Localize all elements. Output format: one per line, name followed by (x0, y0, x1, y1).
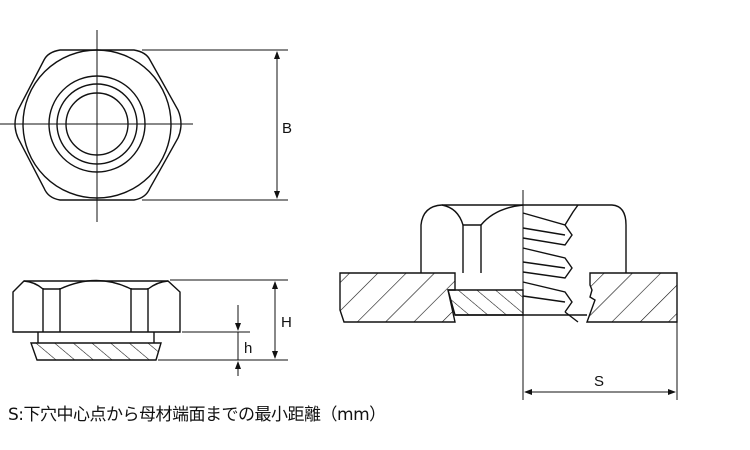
dimension-label-b: B (282, 120, 293, 137)
top-view (0, 30, 288, 222)
dimension-label-height: H (281, 314, 292, 331)
dimension-label-s: S (594, 373, 605, 390)
side-view (12, 279, 288, 376)
dimension-label-flange-height: h (244, 340, 253, 357)
section-view (339, 190, 678, 400)
caption-note: S:下穴中心点から母材端面までの最小距離（mm） (8, 405, 386, 425)
